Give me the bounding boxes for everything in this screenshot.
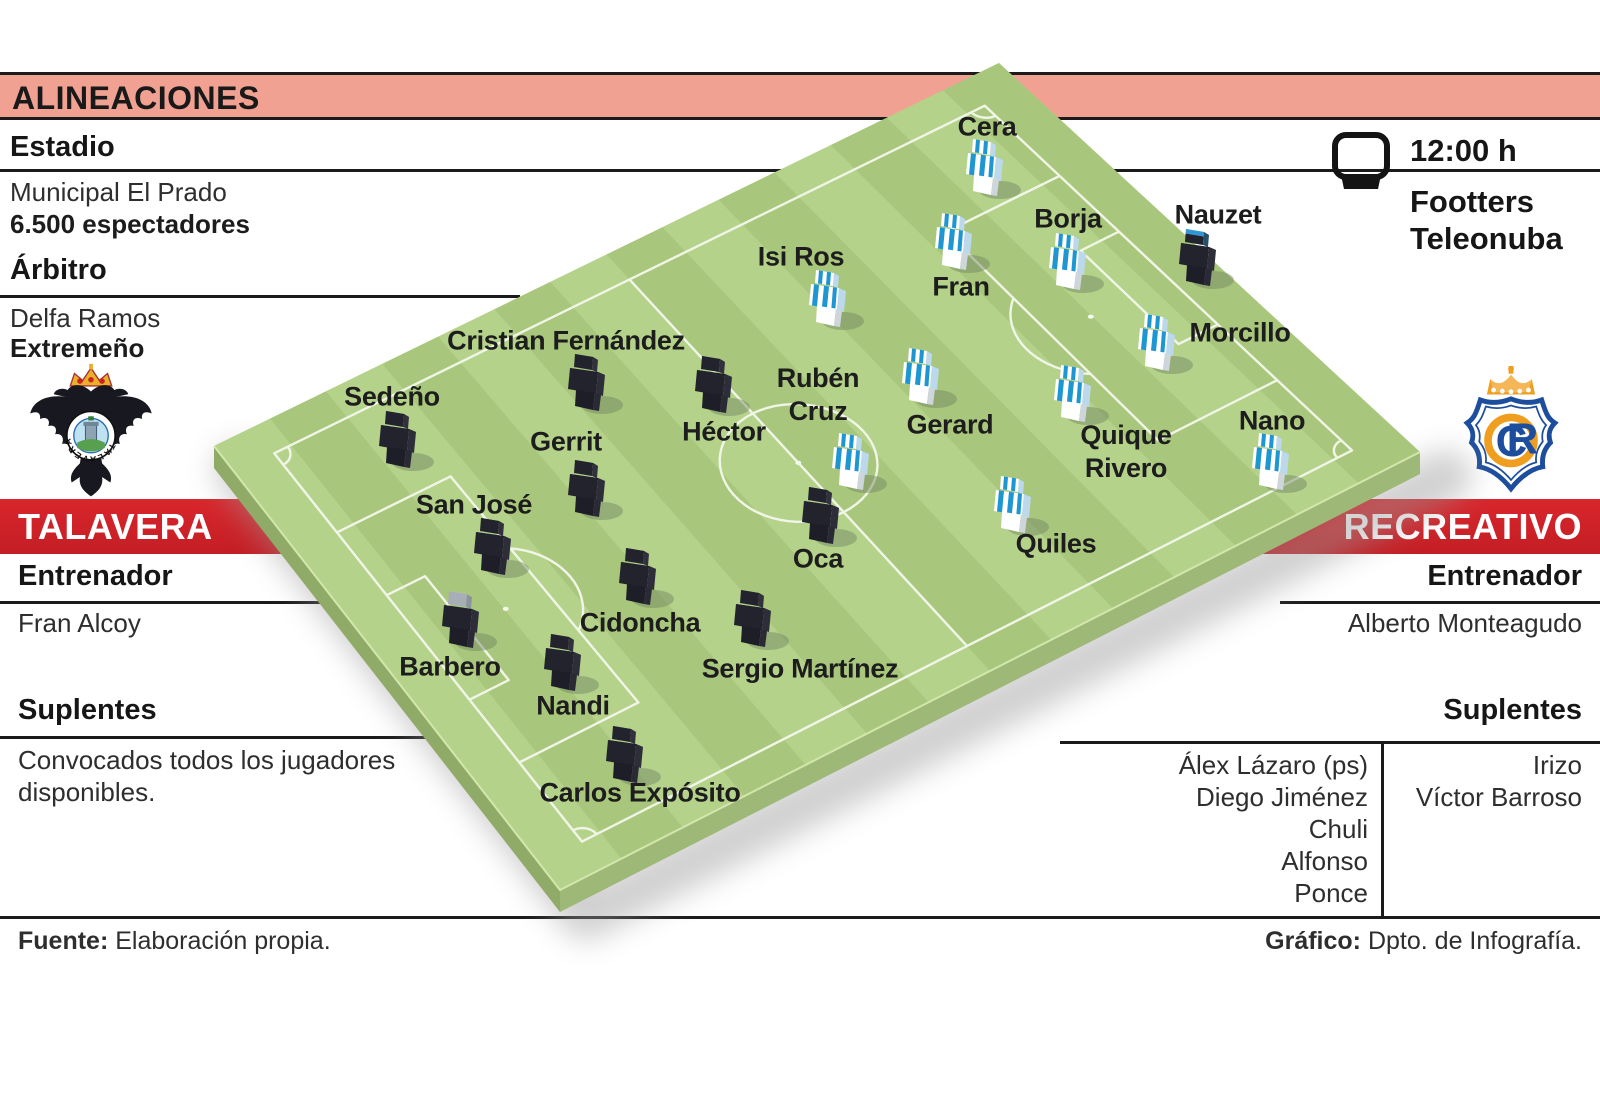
player-label: Barbero xyxy=(399,652,500,682)
credit-label: Gráfico: xyxy=(1265,927,1362,955)
home-coach-rule xyxy=(0,601,470,604)
substitute-name: Álex Lázaro (ps) xyxy=(1178,750,1368,780)
player-label: Cidoncha xyxy=(580,608,702,638)
player-figure-recreativo xyxy=(1252,433,1307,493)
player-label: Fran xyxy=(932,272,989,302)
player-figure-recreativo xyxy=(832,433,887,493)
subs-divider xyxy=(1381,743,1384,918)
graphic-credit: Gráfico: Dpto. de Infografía. xyxy=(1265,927,1582,956)
credit-text: Dpto. de Infografía. xyxy=(1361,927,1582,955)
broadcast-channel-line1: Footters xyxy=(1410,184,1534,219)
header-bar xyxy=(0,75,1600,117)
header-bottom-rule xyxy=(0,117,1600,120)
substitute-name: Chuli xyxy=(1308,814,1368,844)
player-figure-talavera xyxy=(568,354,623,414)
substitute-name: Alfonso xyxy=(1281,846,1368,876)
substitute-name: Diego Jiménez xyxy=(1196,782,1368,812)
source-credit: Fuente: Elaboración propia. xyxy=(18,927,331,956)
player-label: Nandi xyxy=(536,691,610,721)
pitch-side-left xyxy=(214,446,560,912)
home-subs-rule xyxy=(0,736,460,739)
source-text: Elaboración propia. xyxy=(108,927,331,955)
referee-heading: Árbitro xyxy=(10,254,107,286)
stadium-name: Municipal El Prado xyxy=(10,177,227,207)
player-figure-talavera xyxy=(544,634,599,694)
player-label: Isi Ros xyxy=(758,242,844,272)
away-coach-name: Alberto Monteagudo xyxy=(1347,608,1582,638)
page-title: ALINEACIONES xyxy=(12,80,260,116)
player-label: San José xyxy=(416,490,532,520)
player-figure-talavera xyxy=(606,726,661,786)
player-figure-recreativo xyxy=(935,213,990,273)
player-figure-recreativo xyxy=(1179,229,1234,289)
svg-text:C: C xyxy=(1496,417,1528,466)
player-label: Cristian Fernández xyxy=(447,326,685,356)
away-coach-heading: Entrenador xyxy=(1427,560,1582,592)
player-label: Oca xyxy=(793,544,844,574)
home-team-name: TALAVERA xyxy=(18,506,213,547)
svg-text:R: R xyxy=(1507,415,1539,464)
player-figure-recreativo xyxy=(1049,233,1104,293)
player-figure-recreativo xyxy=(994,476,1049,536)
shield xyxy=(1463,396,1559,493)
talavera-crest: TALAVERA CLUB DE FUTBOL xyxy=(22,363,152,497)
stadium-heading: Estadio xyxy=(10,131,115,163)
substitute-name: Víctor Barroso xyxy=(1415,782,1582,812)
away-subs-rule xyxy=(1060,741,1600,744)
source-label: Fuente: xyxy=(18,927,109,955)
pitch-side-right xyxy=(560,452,1420,912)
player-label: Carlos Expósito xyxy=(539,778,740,808)
crown-icon xyxy=(1486,366,1536,395)
home-coach-heading: Entrenador xyxy=(18,560,173,592)
player-figure-talavera xyxy=(695,356,750,416)
stadium-capacity: 6.500 espectadores xyxy=(10,209,250,239)
player-figure-recreativo xyxy=(809,270,864,330)
player-figure-recreativo xyxy=(1138,314,1193,374)
tv-icon xyxy=(1332,132,1390,189)
referee-name: Delfa Ramos xyxy=(10,303,161,333)
substitute-name: Irizo xyxy=(1532,750,1582,780)
home-subs-note: Convocados todos los jugadores disponibl… xyxy=(18,745,396,807)
player-label: Sedeño xyxy=(344,382,440,412)
player-figure-talavera xyxy=(474,518,529,578)
player-label: Gerrit xyxy=(530,427,602,457)
player-figure-talavera xyxy=(442,591,497,651)
player-label: Cera xyxy=(958,112,1018,142)
broadcast-time: 12:00 h xyxy=(1410,133,1517,168)
player-figure-recreativo xyxy=(966,139,1021,199)
away-subs-heading: Suplentes xyxy=(1443,694,1582,726)
player-label: Morcillo xyxy=(1189,318,1290,348)
player-figure-talavera xyxy=(802,487,857,547)
home-coach-name: Fran Alcoy xyxy=(18,608,141,638)
referee-rule xyxy=(0,295,520,298)
player-figure-recreativo xyxy=(1054,365,1109,425)
footer-rule xyxy=(0,916,1600,919)
player-label: Nano xyxy=(1239,406,1305,436)
crown-icon xyxy=(69,363,113,387)
player-figure-recreativo xyxy=(902,348,957,408)
top-rule xyxy=(0,72,1600,75)
player-label: Quiles xyxy=(1016,529,1097,559)
broadcast-channel-line2: Teleonuba xyxy=(1410,221,1563,256)
referee-region: Extremeño xyxy=(10,333,145,363)
player-label: Nauzet xyxy=(1175,200,1262,230)
player-label: Sergio Martínez xyxy=(702,654,899,684)
home-subs-heading: Suplentes xyxy=(18,694,157,726)
player-figure-talavera xyxy=(568,460,623,520)
player-label: Gerard xyxy=(907,410,994,440)
player-figure-talavera xyxy=(619,548,674,608)
recreativo-crest: C R xyxy=(1463,366,1559,493)
player-figure-talavera xyxy=(379,411,434,471)
player-label: Héctor xyxy=(682,417,767,447)
substitute-name: Ponce xyxy=(1294,878,1368,908)
player-label: Borja xyxy=(1034,204,1103,234)
away-coach-rule xyxy=(1280,601,1600,604)
player-figure-talavera xyxy=(734,590,789,650)
